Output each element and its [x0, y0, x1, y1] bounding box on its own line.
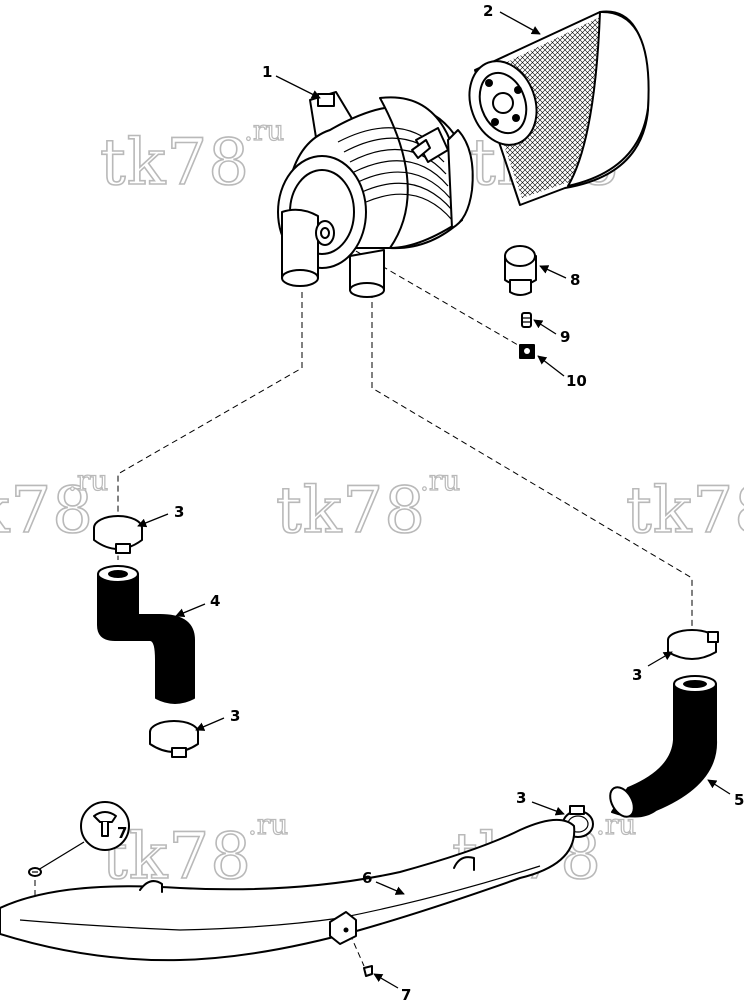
watermark-sup: .ru [244, 114, 284, 147]
watermark-5: tk78 [625, 473, 744, 549]
callout-1: 1 [262, 63, 272, 81]
callout-5: 5 [734, 791, 744, 809]
watermark-sup: .ru [420, 464, 460, 497]
callout-3-right-clamp: 3 [632, 666, 642, 684]
hose-clamp-2 [149, 720, 199, 758]
restriction-indicator [504, 245, 537, 296]
callout-9: 9 [560, 328, 570, 346]
callout-7-bottom: 7 [401, 986, 411, 1000]
hose-clamp-1 [93, 515, 143, 554]
watermark-3: tk78 .ru [0, 463, 109, 548]
watermark-text: tk78 [0, 474, 94, 548]
screw-small-2 [363, 965, 373, 977]
screw-small-1 [28, 867, 42, 877]
filter-element [468, 10, 650, 206]
watermark-text: tk78 [626, 474, 744, 548]
watermark-text: tk78 [102, 820, 252, 894]
hose-clamp-3 [667, 629, 719, 660]
air-cleaner-housing [277, 91, 474, 298]
watermark-text: tk78 [100, 126, 250, 200]
fitting-adapter [521, 312, 532, 328]
callout-7-inset: 7 [117, 824, 127, 842]
callout-3-duct-clamp: 3 [516, 789, 526, 807]
watermark-text: tk78 [276, 474, 426, 548]
intake-duct [0, 819, 576, 962]
screw-detail-inset [37, 801, 130, 871]
callout-2: 2 [483, 2, 493, 20]
watermark-sup: .ru [68, 464, 108, 497]
callout-10: 10 [566, 372, 587, 390]
callout-6: 6 [362, 869, 372, 887]
fitting-elbow [519, 344, 535, 359]
callout-3-top-clamp: 3 [174, 503, 184, 521]
callout-labels: 1 2 3 3 3 3 4 5 6 7 7 8 9 10 [117, 2, 744, 1000]
watermark-1: tk78 .ru [99, 113, 285, 200]
watermark-sup: .ru [248, 808, 288, 841]
callout-4: 4 [210, 592, 220, 610]
elbow-hose [609, 675, 718, 818]
callout-8: 8 [570, 271, 580, 289]
s-hose [97, 565, 195, 704]
watermark-4: tk78 .ru [275, 463, 461, 548]
callout-3-bottom-clamp: 3 [230, 707, 240, 725]
callout-leaders [137, 11, 731, 989]
watermark-6: tk78 .ru [101, 807, 289, 894]
